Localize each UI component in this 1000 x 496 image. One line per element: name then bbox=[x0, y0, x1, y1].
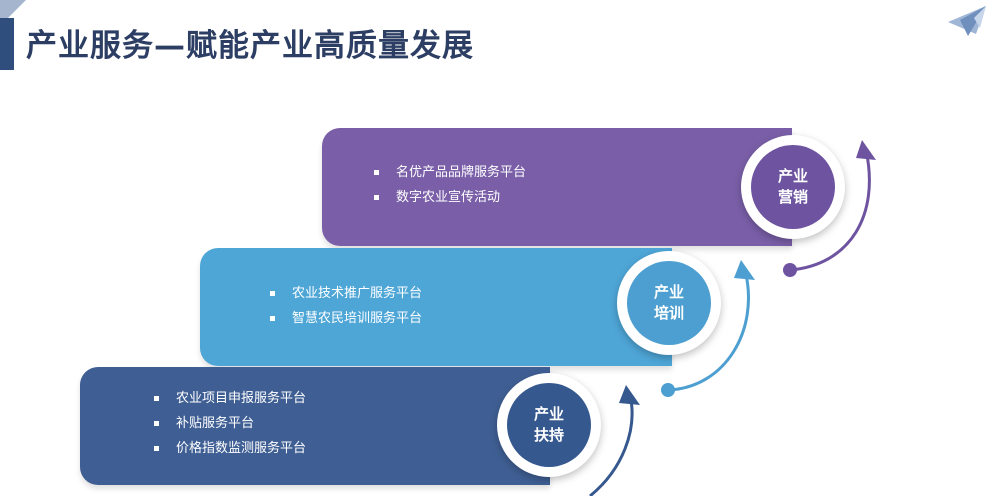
arrow-head-support-icon bbox=[619, 385, 640, 405]
paper-plane-decoration-icon bbox=[948, 6, 986, 36]
title-accent-bar bbox=[0, 18, 14, 70]
stage-band-support bbox=[80, 367, 550, 485]
list-item: 数字农业宣传活动 bbox=[372, 185, 526, 210]
badge-label-line1: 产业 bbox=[777, 167, 808, 185]
stage-band-training bbox=[200, 248, 672, 366]
list-item: 价格指数监测服务平台 bbox=[152, 436, 306, 461]
badge-label-line1: 产业 bbox=[653, 283, 684, 301]
list-item: 农业项目申报服务平台 bbox=[152, 386, 306, 411]
arrow-start-dot-marketing-icon bbox=[783, 263, 797, 277]
arrow-start-dot-training-icon bbox=[661, 383, 675, 397]
page-title: 产业服务—赋能产业高质量发展 bbox=[26, 28, 474, 64]
stage-badge-marketing: 产业 营销 bbox=[741, 135, 845, 239]
marketing-item-list: 名优产品品牌服务平台 数字农业宣传活动 bbox=[372, 160, 526, 210]
stage-badge-support: 产业 扶持 bbox=[497, 373, 601, 477]
arrow-to-marketing-icon bbox=[789, 149, 871, 272]
list-item: 补贴服务平台 bbox=[152, 411, 306, 436]
arrow-head-marketing-icon bbox=[856, 140, 876, 160]
badge-label-line1: 产业 bbox=[533, 405, 564, 423]
arrow-to-support-icon bbox=[589, 394, 634, 496]
arrow-head-training-icon bbox=[734, 260, 755, 280]
list-item: 农业技术推广服务平台 bbox=[268, 281, 422, 306]
support-item-list: 农业项目申报服务平台 补贴服务平台 价格指数监测服务平台 bbox=[152, 386, 306, 461]
arrow-to-training-icon bbox=[667, 269, 750, 392]
training-item-list: 农业技术推广服务平台 智慧农民培训服务平台 bbox=[268, 281, 422, 331]
badge-label-line2: 培训 bbox=[653, 304, 684, 322]
badge-label-line2: 营销 bbox=[777, 188, 808, 206]
stage-band-marketing bbox=[322, 128, 792, 246]
list-item: 智慧农民培训服务平台 bbox=[268, 306, 422, 331]
list-item: 名优产品品牌服务平台 bbox=[372, 160, 526, 185]
badge-label-line2: 扶持 bbox=[533, 426, 564, 444]
stage-badge-training: 产业 培训 bbox=[617, 251, 721, 355]
